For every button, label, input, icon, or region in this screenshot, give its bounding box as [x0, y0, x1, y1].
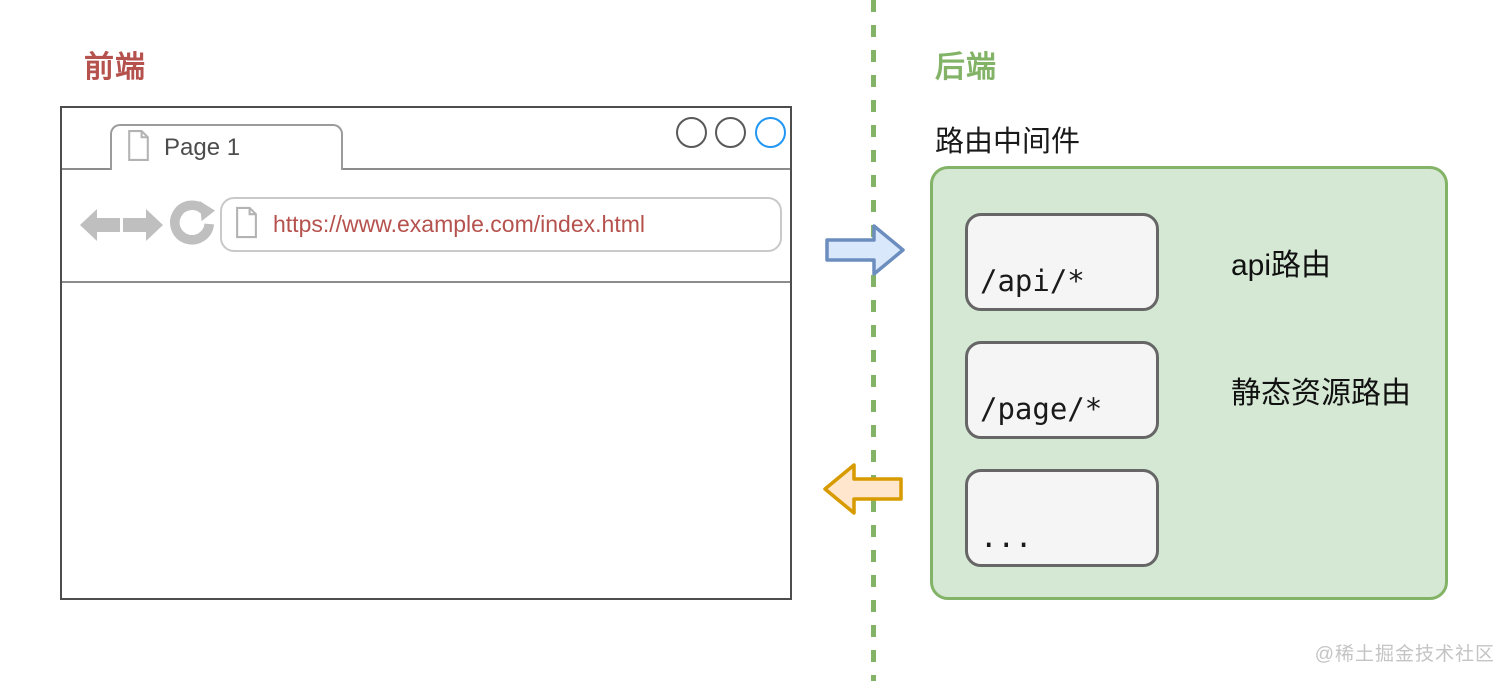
route-pattern: /api/* [980, 264, 1085, 298]
tab-title: Page 1 [164, 134, 241, 161]
route-label: api路由 [1231, 249, 1332, 282]
url-text: https://www.example.com/index.html [273, 211, 645, 237]
back-icon [80, 207, 120, 248]
route-box-api: /api/* [965, 213, 1159, 311]
router-middleware-panel: /api/* api路由 /page/* 静态资源路由 ... [930, 166, 1448, 600]
middleware-title: 路由中间件 [935, 126, 1081, 158]
backend-section-title: 后端 [935, 51, 997, 84]
browser-tab: Page 1 [110, 124, 343, 170]
url-bar: https://www.example.com/index.html [220, 197, 782, 252]
response-arrow-left-icon [822, 460, 904, 523]
window-dot-active [755, 117, 786, 148]
tabrow-separator [62, 168, 790, 170]
page-icon [234, 206, 259, 244]
route-pattern: /page/* [980, 392, 1103, 426]
route-row: ... [965, 469, 1445, 567]
forward-icon [123, 207, 163, 248]
route-row: /page/* 静态资源路由 [965, 341, 1445, 439]
route-box-other: ... [965, 469, 1159, 567]
request-arrow-right-icon [824, 221, 906, 284]
frontend-backend-divider [871, 0, 876, 681]
window-dot [676, 117, 707, 148]
route-row: /api/* api路由 [965, 213, 1445, 311]
toolbar-separator [62, 281, 790, 283]
window-dot [715, 117, 746, 148]
route-pattern: ... [980, 520, 1033, 554]
route-box-page: /page/* [965, 341, 1159, 439]
route-label: 静态资源路由 [1231, 377, 1411, 410]
page-icon [126, 130, 151, 166]
frontend-section-title: 前端 [84, 51, 146, 84]
browser-window: Page 1 https://www.example.com/index.htm… [60, 106, 792, 600]
refresh-icon [169, 200, 215, 253]
watermark: @稀土掘金技术社区 [1314, 644, 1495, 665]
